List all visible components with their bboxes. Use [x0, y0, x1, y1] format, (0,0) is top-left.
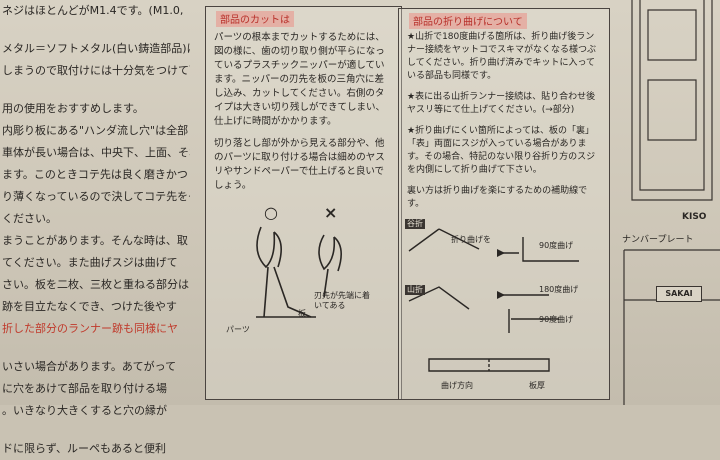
parts-outline-drawing [623, 0, 720, 405]
panel-cut-paragraph: 切り落とし部が外から見える部分や、他のパーツに取り付ける場合は細めのヤスリやサン… [214, 138, 385, 191]
left-column-line: てください。また曲げスジは曲げて [2, 256, 178, 269]
plate-seal: SAKAI [656, 286, 702, 302]
nipper-illustration [256, 226, 342, 318]
left-column-line: メタル＝ソフトメタル(白い鋳造部品)は、 [2, 42, 190, 55]
left-column-line: しまうので取付けには十分気をつけて下 [2, 64, 190, 77]
left-column-line: まうことがあります。そんな時は、取 [2, 234, 188, 247]
panel-cut-paragraph: パーツの根本までカットするためには、図の様に、歯の切り取り側が平らになっているプ… [214, 32, 386, 127]
panel-part-bending: 部品の折り曲げについて ★山折で180度曲げる箇所は、折り曲げ後ランナー接続をヤ… [398, 8, 610, 400]
panel-fold-paragraph: 裏い方は折り曲げを楽にするための補助線です。 [407, 186, 588, 209]
fold-label: 折り曲げを [451, 235, 491, 244]
left-column-line: り薄くなっているので決してコテ先をグ [2, 190, 190, 203]
panel-part-cutting: 部品のカットは パーツの根本までカットするためには、図の様に、歯の切り取り側が平… [205, 6, 402, 400]
bending-diagram [408, 228, 579, 372]
left-column-line [0, 82, 190, 98]
panel-fold-title: 部品の折り曲げについて [409, 13, 527, 29]
left-column-line [0, 340, 190, 356]
left-column-line: ください。 [2, 212, 57, 225]
blade-note: 刃先が先端に着いてある [314, 291, 370, 310]
left-column-line: ネジはほとんどがM1.4です。(M1.0, [2, 4, 184, 17]
left-column-line: 用の使用をおすすめします。 [2, 102, 144, 115]
left-column-line: ます。このときコテ先は良く磨きかつ [2, 168, 188, 181]
panel-fold-paragraph: ★折り曲げにくい箇所によっては、板の「裏」「表」両面にスジが入っている場合があり… [407, 126, 596, 175]
deg90b-label: 90度曲げ [539, 315, 574, 324]
mountain-fold-tag: 山折 [405, 285, 425, 295]
left-column-line: 。いきなり大きくすると穴の縁が [2, 404, 167, 417]
panel-fold-body: ★山折で180度曲げる箇所は、折り曲げ後ランナー接続をヤットコでスキマがなくなる… [407, 31, 601, 211]
parts-label: パーツ [226, 325, 250, 334]
deg90-label: 90度曲げ [539, 241, 574, 250]
deg180-label: 180度曲げ [539, 285, 579, 294]
left-column-text: ネジはほとんどがM1.4です。(M1.0, メタル＝ソフトメタル(白い鋳造部品)は… [0, 0, 190, 455]
valley-fold-tag: 谷折 [405, 219, 425, 229]
plate-thickness-label: 板厚 [529, 381, 545, 390]
panel-fold-paragraph: ★山折で180度曲げる箇所は、折り曲げ後ランナー接続をヤットコでスキマがなくなる… [407, 32, 597, 81]
left-column-line: いさい場合があります。あてがって [2, 360, 177, 373]
left-column-line: 跡を目立たなくでき、つけた後やす [2, 300, 177, 313]
left-column-line: 折した部分のランナー跡も同様にヤ [2, 322, 178, 335]
kiso-label: KISO [682, 212, 707, 222]
left-column-line: 車体が長い場合は、中央下、上面、それ [2, 146, 190, 159]
number-plate-label: ナンバープレート [622, 235, 694, 245]
bend-direction-label: 曲げ方向 [441, 381, 473, 390]
left-column-line: に穴をあけて部品を取り付ける場 [2, 382, 167, 395]
left-column-line [0, 422, 190, 438]
left-column-line: 内彫り板にある"ハンダ流し穴"は全部 [2, 124, 189, 137]
left-column-line [0, 22, 190, 38]
left-column-line: ドに限らず、ルーペもあると便利 [2, 442, 167, 455]
ok-mark: ○ [264, 203, 278, 222]
panel-fold-paragraph: ★表に出る山折ランナー接続は、貼り合わせ後ヤスリ等にて仕上げてください。(→部分… [407, 92, 596, 115]
plate-label: 板 [298, 309, 306, 318]
panel-cut-title: 部品のカットは [216, 11, 294, 27]
panel-cut-body: パーツの根本までカットするためには、図の様に、歯の切り取り側が平らになっているプ… [214, 31, 393, 193]
ng-mark: × [324, 203, 338, 222]
left-column-line: さい。板を二枚、三枚と重ねる部分は [2, 278, 189, 291]
